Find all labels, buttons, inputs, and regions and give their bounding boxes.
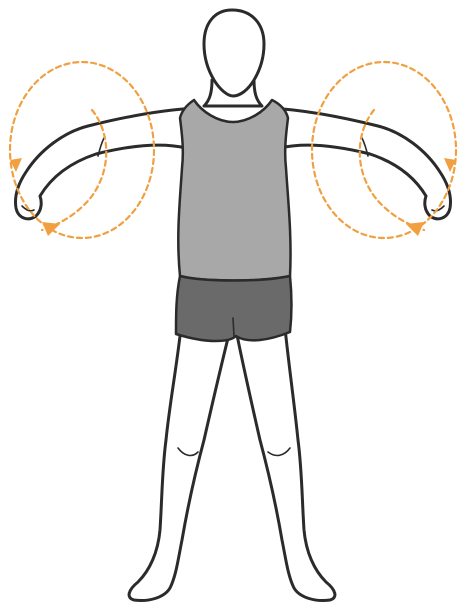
tank-top bbox=[178, 100, 290, 281]
right-leg bbox=[236, 318, 335, 601]
right-arrowhead-bottom bbox=[406, 222, 424, 236]
left-arrowhead-bottom bbox=[42, 222, 60, 236]
shorts-inseam bbox=[233, 318, 234, 336]
left-leg bbox=[129, 318, 230, 601]
